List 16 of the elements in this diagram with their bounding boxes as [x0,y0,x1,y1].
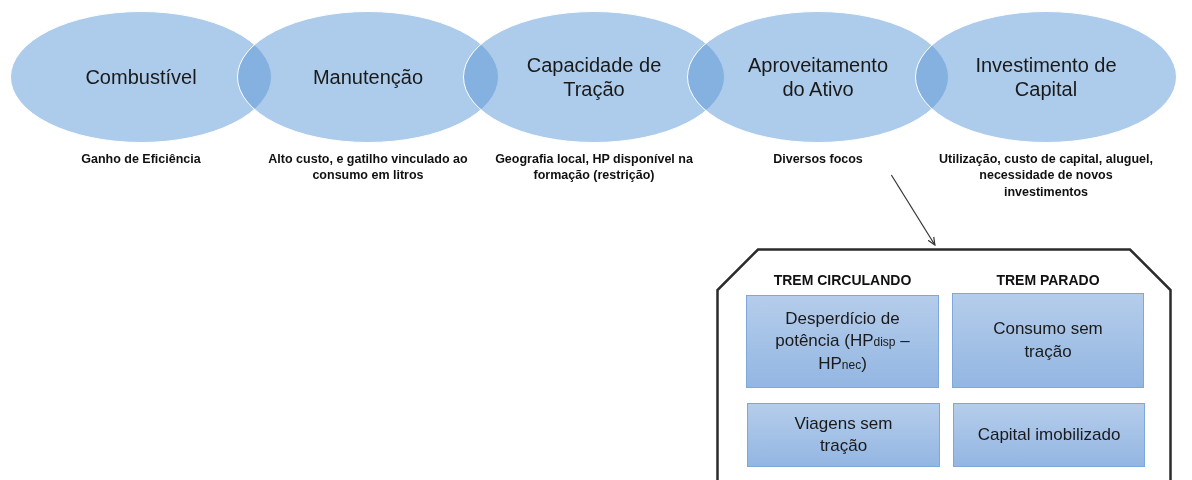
column-heading: TREM PARADO [995,272,1101,288]
node-label: Diversos focos [772,151,864,168]
ellipse-label: Capacidade de Tração [525,53,663,101]
node-label: Utilização, custo de capital, aluguel, necessidade de novos investimentos [939,151,1153,200]
ellipse-label: Aproveitamento do Ativo [746,53,890,101]
category-box: Capital imobilizado [953,403,1145,467]
ellipse-label: Investimento de Capital [974,53,1118,101]
node-label: Geografia local, HP disponível na formação (restrição) [494,151,694,184]
ellipse-label: Manutenção [311,65,425,89]
category-box: Viagens sem tração [747,403,940,467]
column-heading: TREM CIRCULANDO [772,272,913,288]
ellipse-label: Combustível [84,65,198,89]
category-box: Consumo sem tração [952,293,1144,388]
node-label: Ganho de Eficiência [80,151,202,168]
arrow [890,174,936,246]
node-label: Alto custo, e gatilho vinculado ao consumo em litros [267,151,469,184]
